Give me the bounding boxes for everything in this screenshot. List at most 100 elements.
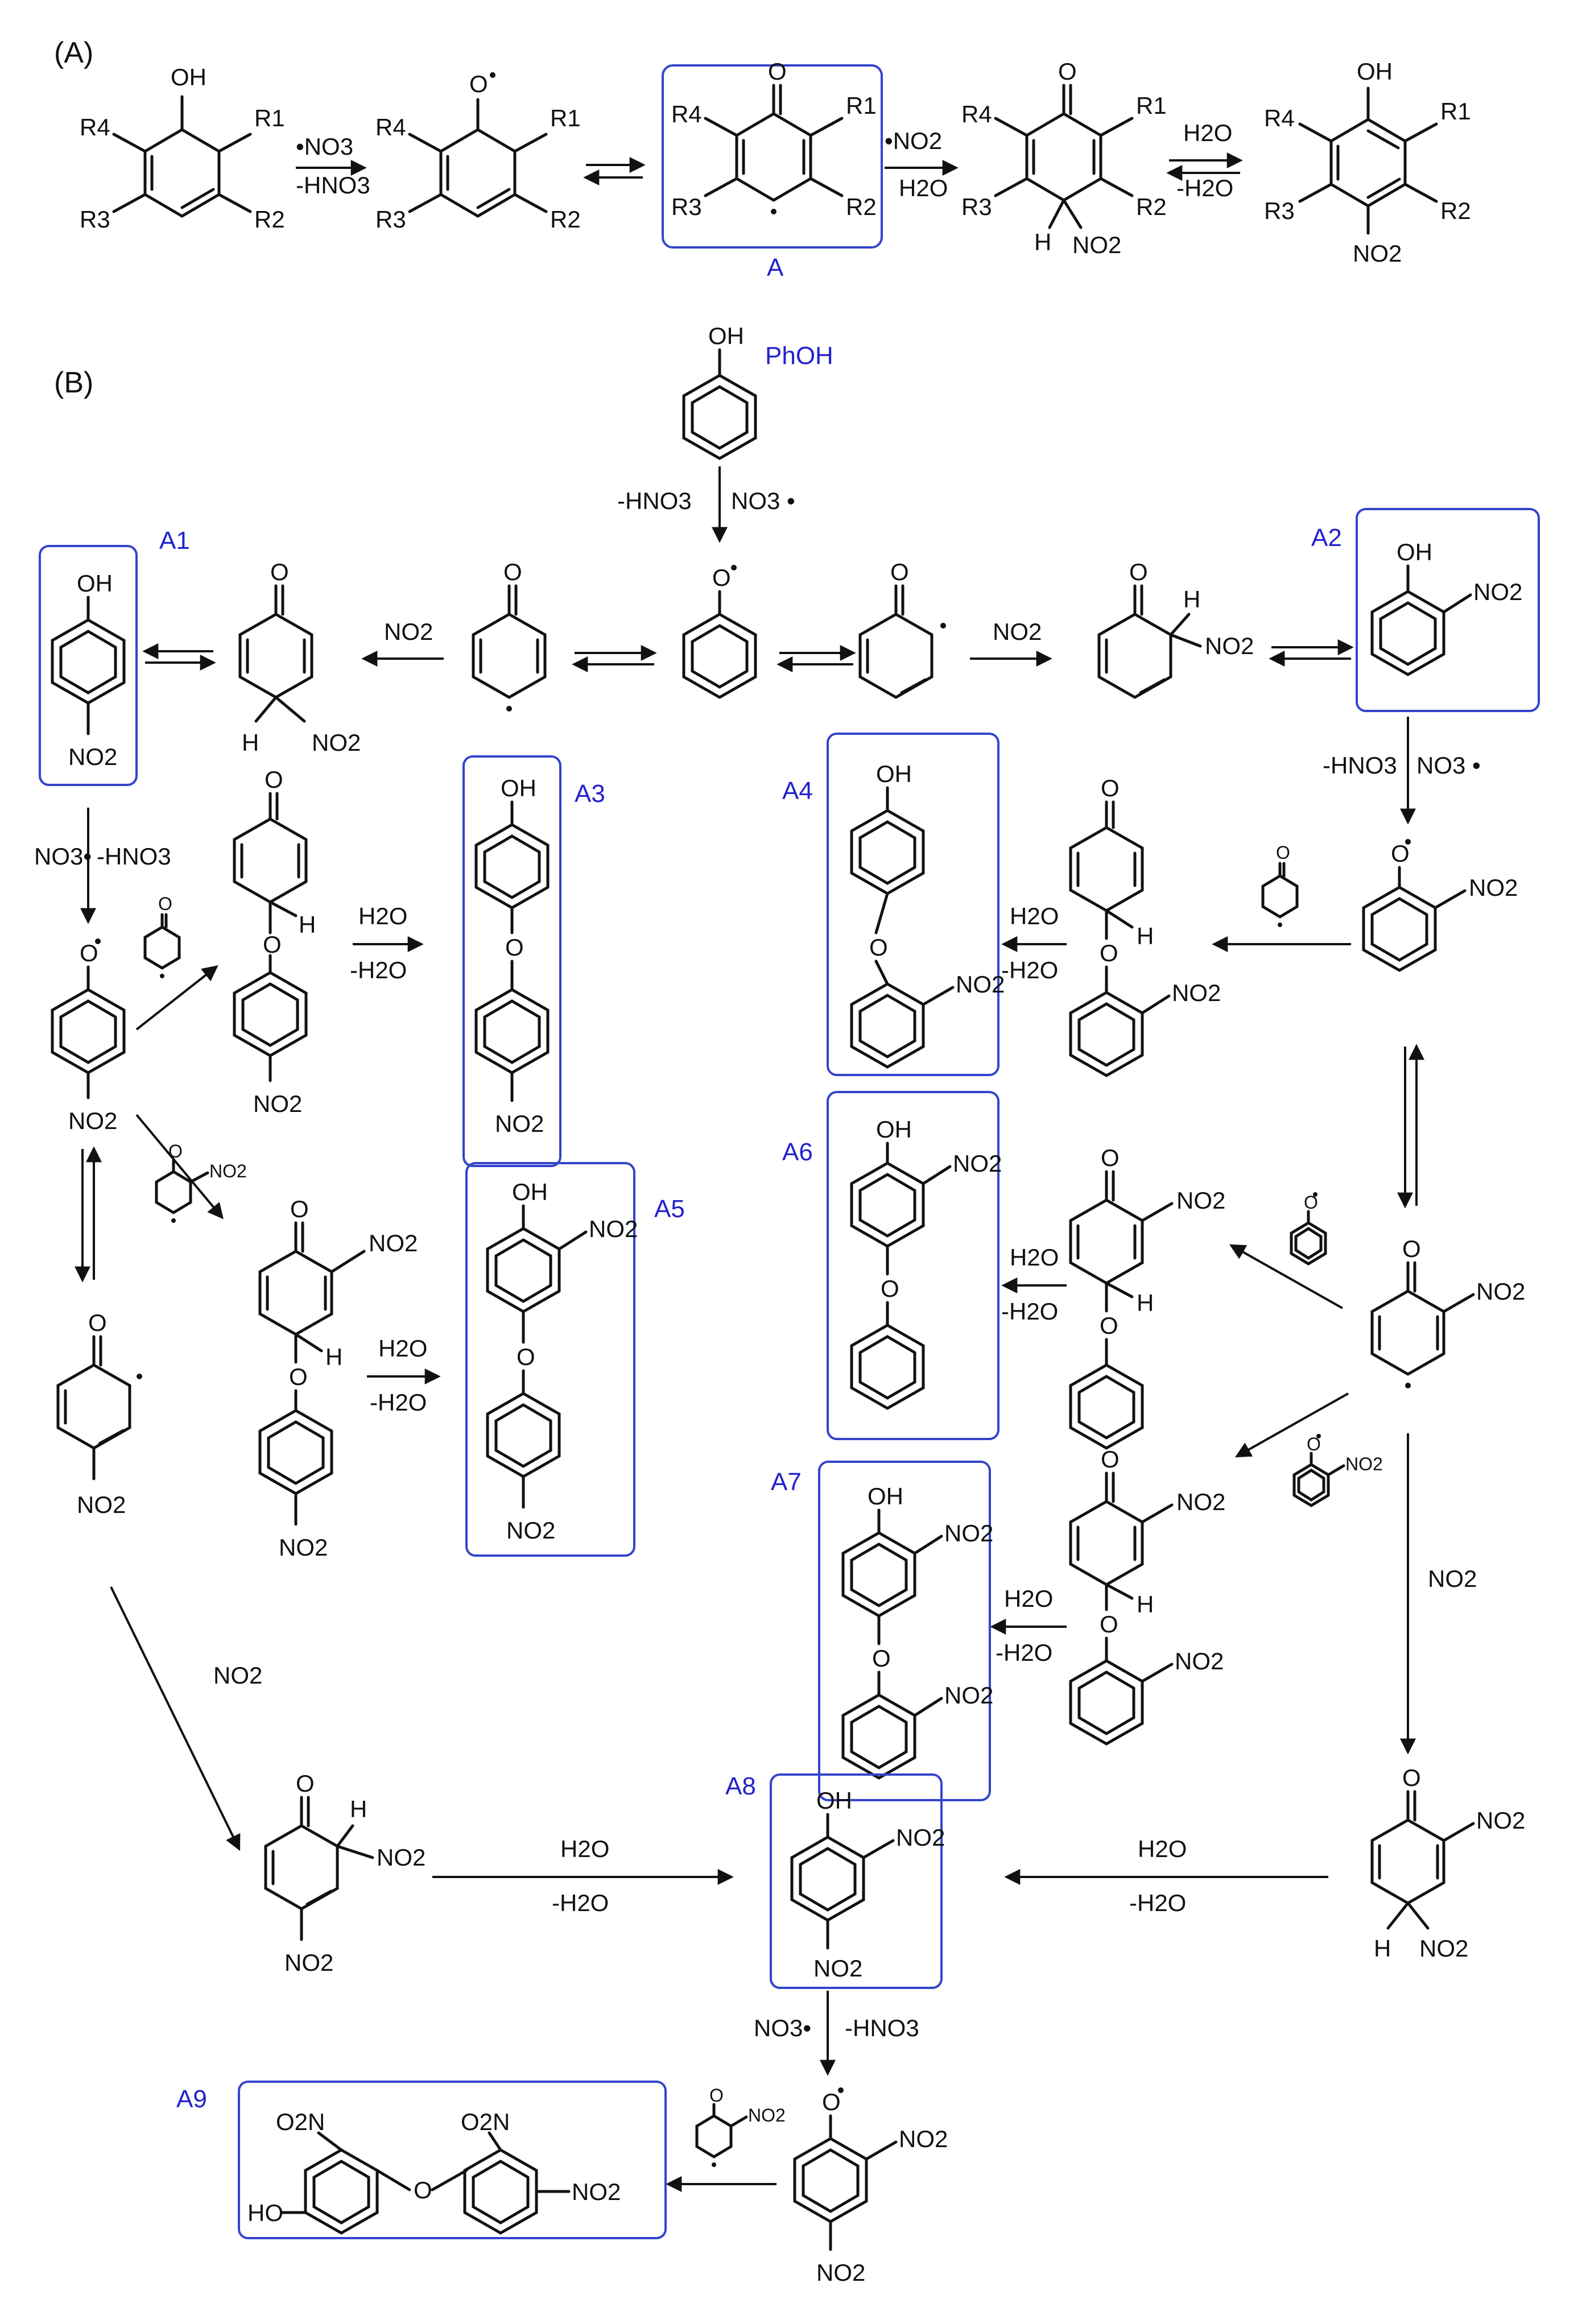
oh-label: OH	[876, 1116, 912, 1143]
para-nitro-adduct: O H NO2	[238, 559, 361, 756]
no2-label: NO2	[1476, 1278, 1525, 1305]
o2n-label: O2N	[276, 2108, 325, 2135]
product-a2-2-nitrophenol: OH NO2	[1370, 539, 1522, 676]
reagent-no3: NO3 •	[1416, 752, 1481, 779]
substituted-phenol: OH R1 R2 R3 R4	[80, 64, 285, 233]
product-a1-label: A1	[159, 527, 190, 555]
reagent-h2o: H2O	[1138, 1835, 1187, 1862]
no2-label: NO2	[369, 1230, 418, 1256]
product-a1-4-nitrophenol: OH NO2	[51, 570, 126, 770]
product-a9-structure: O2N HO O O2N NO2	[247, 2108, 621, 2235]
product-a6-box	[827, 1091, 999, 1440]
no2-label: NO2	[68, 743, 117, 770]
nitrophenoxy-radical-reagent: O NO2	[1292, 1434, 1383, 1507]
no2-label-2: NO2	[506, 1517, 555, 1544]
ether-o-label: O	[414, 2177, 432, 2203]
reagent-minus-h2o: -H2O	[350, 957, 407, 983]
reagent-no2: NO2	[993, 618, 1042, 645]
product-a3-label: A3	[575, 780, 605, 808]
reagent-minus-hno3: -HNO3	[617, 487, 692, 514]
r4-label: R4	[375, 114, 406, 140]
product-a3-structure: OH O NO2	[474, 775, 550, 1137]
o-label: O	[1391, 840, 1410, 867]
ortho-nitro-radical-dienone: O NO2	[1370, 1235, 1525, 1388]
r2-label: R2	[550, 206, 581, 233]
r2-label: R2	[254, 206, 285, 233]
r1-label: R1	[1136, 92, 1167, 119]
product-a6-label: A6	[782, 1138, 813, 1166]
o-label: O	[1402, 1764, 1421, 1791]
oh-label: OH	[708, 322, 744, 349]
oh-label: OH	[512, 1178, 548, 1205]
no2-label: NO2	[1469, 874, 1518, 901]
no2-label: NO2	[253, 1090, 302, 1117]
h-label: H	[1137, 1591, 1154, 1618]
oh-label: OH	[77, 570, 113, 597]
o-label: O	[158, 894, 172, 914]
reagent-no2: NO2	[213, 1662, 262, 1689]
reagent-minus-h2o: -H2O	[370, 1389, 427, 1416]
ether-adduct-right-1: O H O NO2	[1069, 775, 1221, 1077]
oh-label: OH	[876, 760, 912, 787]
o-label: O	[88, 1309, 107, 1336]
ether-adduct-left-2: O NO2 H O NO2	[258, 1196, 418, 1561]
ether-o-label: O	[872, 1645, 891, 1672]
no2-label: NO2	[1072, 231, 1121, 258]
r1-label: R1	[1440, 98, 1471, 125]
4-nitrophenoxy-radical: O NO2	[51, 938, 126, 1134]
no2-label: NO2	[944, 1520, 993, 1546]
no2-label-2: NO2	[944, 1682, 993, 1709]
product-a4-structure: OH O NO2	[850, 760, 1005, 1069]
no2-label: NO2	[956, 971, 1005, 998]
product-a3-box	[462, 755, 561, 1167]
r2-label: R2	[846, 193, 877, 220]
ho-label: HO	[247, 2199, 283, 2226]
dinitro-adduct-right: O NO2 H NO2	[1370, 1764, 1525, 1962]
no2-label: NO2	[1172, 979, 1221, 1006]
ether-adduct-right-2: O NO2 H O	[1069, 1144, 1225, 1450]
no2-label: NO2	[77, 1491, 126, 1518]
ether-o-label: O	[505, 934, 524, 961]
no2-label: NO2	[896, 1824, 945, 1851]
o-label: O	[709, 2085, 724, 2106]
nitro-cyclohexadienone: O R1 R2 R3 R4 H NO2	[961, 58, 1167, 258]
reagent-minus-h2o: -H2O	[996, 1639, 1052, 1666]
oh-label: OH	[1397, 539, 1432, 565]
ether-adduct-right-3: O NO2 H O NO2	[1069, 1446, 1225, 1746]
dienone-radical-reagent: O	[143, 894, 181, 978]
para-radical-dienone: O	[472, 559, 547, 712]
h-label: H	[1137, 923, 1154, 949]
o-label: O	[1101, 775, 1120, 801]
h-label: H	[299, 911, 316, 938]
no2-label: NO2	[1176, 1488, 1225, 1515]
ether-o-label: O	[289, 1363, 308, 1390]
o-label: O	[1129, 559, 1148, 585]
no2-label: NO2	[1473, 578, 1522, 605]
h-label: H	[1374, 1935, 1391, 1962]
r3-label: R3	[1264, 197, 1295, 224]
phenol-start: OH	[682, 322, 757, 460]
reagent-no2: NO2	[1428, 1565, 1477, 1592]
r1-label: R1	[846, 92, 877, 119]
h-label: H	[1137, 1289, 1154, 1316]
phenoxy-radical-reagent: O	[1290, 1192, 1327, 1266]
phenoxy-radical: O R1 R2 R3 R4	[375, 71, 581, 233]
h-label: H	[350, 1796, 367, 1822]
reagent-minus-h2o: -H2O	[1001, 1298, 1058, 1325]
ether-o-label: O	[263, 931, 282, 958]
ortho-nitro-adduct: O H NO2	[1097, 559, 1254, 699]
r4-label: R4	[671, 101, 702, 127]
ether-adduct-left-1: O O H NO2	[233, 766, 316, 1117]
ether-o-label: O	[881, 1275, 899, 1302]
intermediate-a-box	[662, 64, 883, 249]
o2n-label-2: O2N	[461, 2108, 510, 2135]
r3-label: R3	[80, 206, 110, 233]
r4-label: R4	[1264, 105, 1295, 131]
o-label: O	[712, 564, 731, 591]
reagent-h2o: H2O	[358, 903, 407, 929]
no2-label: NO2	[1176, 1187, 1225, 1214]
product-a2-box	[1356, 508, 1540, 712]
o-label: O	[1058, 58, 1077, 85]
no2-label-2: NO2	[816, 2259, 865, 2286]
